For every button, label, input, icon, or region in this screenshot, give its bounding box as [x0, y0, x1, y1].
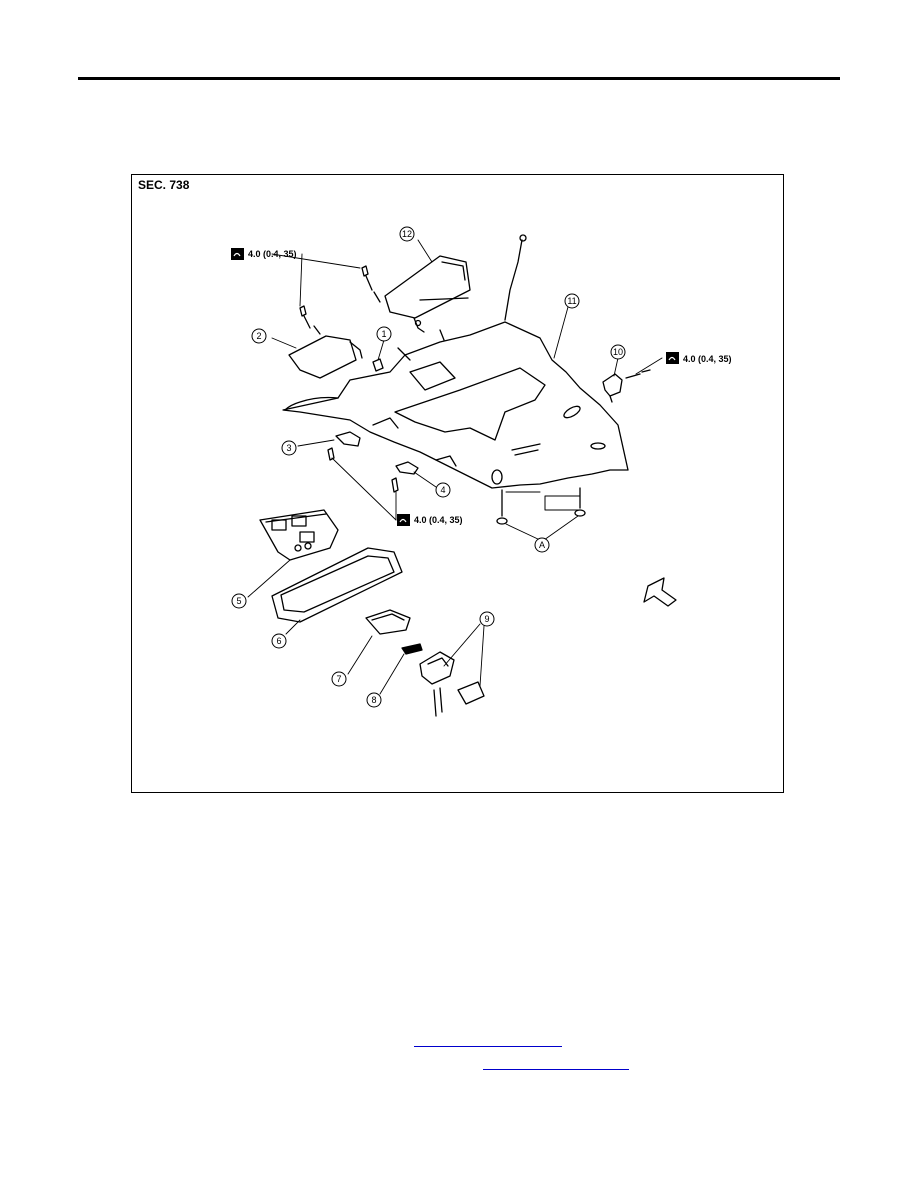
svg-text:2: 2: [256, 331, 261, 341]
svg-text:5: 5: [236, 596, 241, 606]
svg-text:12: 12: [402, 229, 412, 239]
visor-screw-lower: [299, 305, 321, 335]
callout-2: 2: [251, 328, 267, 344]
clip-a-left: [496, 489, 508, 525]
torque-spec-upper-left: 4.0 (0.4, 35): [231, 248, 297, 260]
svg-text:9: 9: [484, 614, 489, 624]
callout-3: 3: [281, 440, 297, 456]
reference-link-underline-2[interactable]: [483, 1069, 629, 1070]
diagram-frame: [131, 174, 784, 793]
front-direction-arrow-icon: [643, 577, 677, 607]
callout-11: 11: [564, 293, 580, 309]
callout-10: 10: [610, 344, 626, 360]
sun-visor-left-part: [288, 335, 363, 379]
callout-7: 7: [331, 671, 347, 687]
finisher-part-6: [271, 547, 403, 623]
callout-12: 12: [399, 226, 415, 242]
callout-5: 5: [231, 593, 247, 609]
screw-part-4: [391, 477, 399, 493]
torque-spec-right: 4.0 (0.4, 35): [666, 352, 732, 364]
svg-text:7: 7: [336, 674, 341, 684]
header-rule: [78, 77, 840, 80]
section-label: SEC. 738: [138, 178, 190, 192]
callout-4: 4: [435, 482, 451, 498]
svg-text:8: 8: [371, 695, 376, 705]
switch-part-8: [401, 643, 423, 655]
room-lamp-part-9: [419, 651, 485, 717]
grip-part-4: [395, 461, 419, 475]
svg-text:4: 4: [440, 485, 445, 495]
clip-part-1: [372, 358, 384, 372]
callout-8: 8: [366, 692, 382, 708]
visor-screw-upper: [361, 265, 381, 303]
callout-9: 9: [479, 611, 495, 627]
svg-text:3: 3: [286, 443, 291, 453]
svg-text:A: A: [539, 540, 545, 550]
svg-text:1: 1: [381, 329, 386, 339]
svg-text:11: 11: [567, 296, 576, 306]
headlining-part: [282, 234, 629, 489]
svg-text:4.0 (0.4, 35): 4.0 (0.4, 35): [414, 515, 463, 525]
svg-text:4.0 (0.4, 35): 4.0 (0.4, 35): [248, 249, 297, 259]
callout-A: A: [534, 537, 550, 553]
sun-visor-part: [384, 255, 471, 341]
map-lamp-housing-part-5: [259, 509, 339, 561]
screw-part-3: [327, 447, 335, 461]
leader-lines: [247, 239, 663, 695]
svg-text:10: 10: [613, 347, 623, 357]
clip-a-right: [574, 487, 586, 517]
callout-1: 1: [376, 326, 392, 342]
callout-6: 6: [271, 633, 287, 649]
grip-part-3: [335, 431, 361, 447]
svg-text:4.0 (0.4, 35): 4.0 (0.4, 35): [683, 354, 732, 364]
torque-spec-middle: 4.0 (0.4, 35): [397, 514, 463, 526]
lamp-lens-part-7: [365, 609, 411, 635]
bracket-part-10: [602, 369, 651, 403]
svg-text:6: 6: [276, 636, 281, 646]
reference-link-underline-1[interactable]: [414, 1046, 562, 1047]
